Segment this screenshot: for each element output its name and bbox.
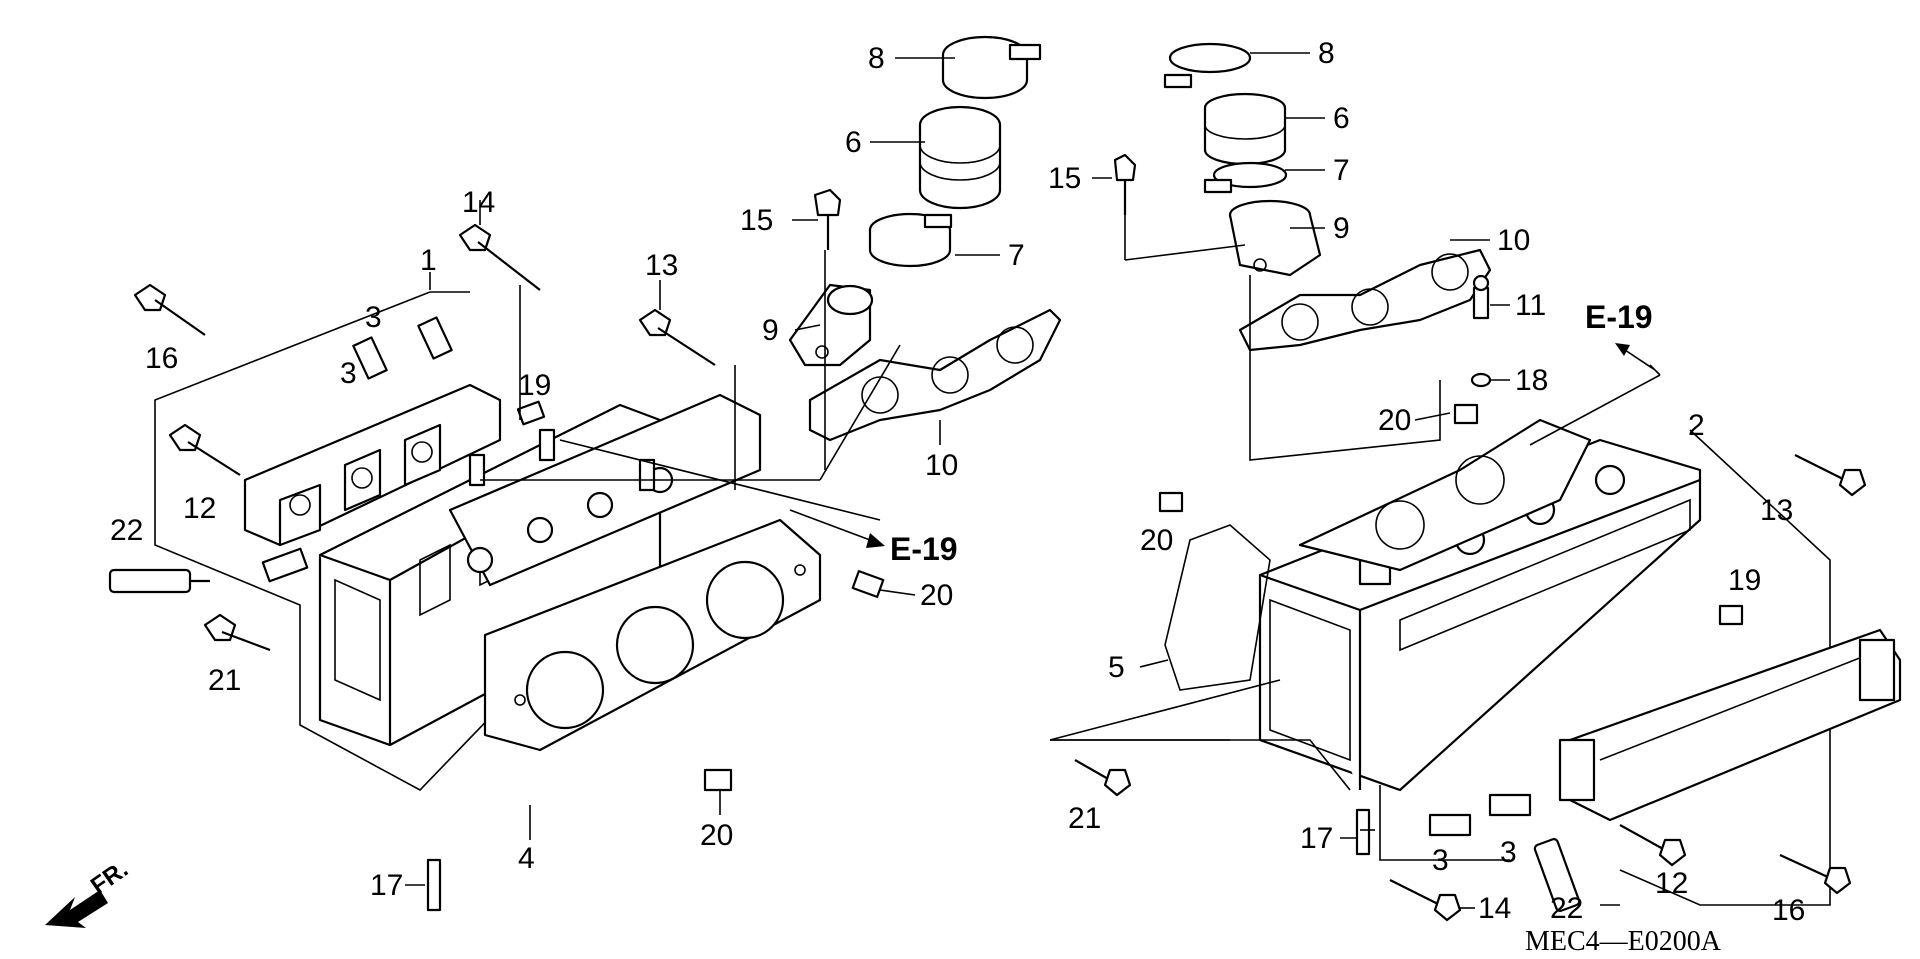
bolt-12-right	[1619, 824, 1687, 867]
callout-4: 4	[518, 842, 535, 875]
bolt-16-right	[1779, 854, 1852, 895]
insulator-left	[788, 283, 874, 367]
gasket-5-right	[1164, 524, 1271, 691]
dowel-pin	[851, 569, 885, 599]
callout-15-right: 15	[1048, 162, 1081, 195]
dowel-19-left	[516, 400, 546, 426]
callout-17-left: 17	[370, 869, 403, 902]
reference-arrow-left	[789, 509, 885, 548]
bolt-21-right	[1074, 759, 1132, 797]
callout-16-right: 16	[1772, 894, 1805, 927]
callout-20-left-mid: 20	[920, 579, 953, 612]
callout-8-right: 8	[1318, 37, 1335, 70]
callout-6-left: 6	[845, 126, 862, 159]
callout-10-left: 10	[925, 449, 958, 482]
camshaft-holder-right	[1558, 628, 1902, 822]
cylinder-head-left	[318, 393, 762, 747]
head-gasket-right	[1298, 418, 1592, 572]
intake-joint-left	[918, 105, 1002, 210]
callout-20-right-top: 20	[1378, 404, 1411, 437]
stud-17-right	[1355, 808, 1371, 856]
reference-label-right: E-19	[1585, 299, 1653, 335]
callout-12-left: 12	[183, 492, 216, 525]
callout-3-left-a: 3	[365, 301, 382, 334]
dowel-pin	[703, 768, 733, 792]
reference-label-left: E-19	[890, 531, 958, 567]
callout-2: 2	[1688, 409, 1705, 442]
camshaft-holder-left	[243, 383, 502, 583]
callout-7-left: 7	[1008, 239, 1025, 272]
callout-16-left: 16	[145, 342, 178, 375]
callout-22-right: 22	[1550, 892, 1583, 925]
washer-18	[1470, 372, 1492, 388]
spark-plug-left	[108, 568, 210, 594]
bracket-part-2	[1619, 429, 1831, 906]
bolt-13-left	[638, 308, 716, 366]
dowel-3-left	[352, 316, 453, 380]
callout-18: 18	[1515, 364, 1548, 397]
bolt-21-left	[203, 613, 271, 652]
callout-20-left-bottom: 20	[700, 819, 733, 852]
callout-12-right: 12	[1655, 867, 1688, 900]
callout-labels: 8 8 6 6 7 7 9 9 10 10 15 15 11 18 20 20 …	[110, 37, 1805, 927]
dowel-3-right-b	[1488, 793, 1532, 817]
callout-14-right: 14	[1478, 892, 1511, 925]
callout-leaders	[405, 52, 1620, 909]
callout-10-right: 10	[1497, 224, 1530, 257]
bracket-part-1	[154, 291, 556, 791]
clamp-lower-right	[1203, 161, 1288, 194]
callout-3-right-b: 3	[1500, 836, 1517, 869]
dowel-20-right-top	[1453, 403, 1479, 425]
callout-17-right: 17	[1300, 822, 1333, 855]
callout-6-right: 6	[1333, 102, 1350, 135]
callout-9-left: 9	[762, 314, 779, 347]
bolt-16-left	[133, 283, 206, 336]
bolt-13-right	[1794, 454, 1867, 497]
callout-3-right-a: 3	[1432, 844, 1449, 877]
callout-8-left: 8	[868, 42, 885, 75]
callout-19-right: 19	[1728, 564, 1761, 597]
callout-11: 11	[1515, 289, 1546, 322]
callout-5: 5	[1108, 651, 1125, 684]
callout-15-left: 15	[740, 204, 773, 237]
bolt-12-left	[168, 423, 241, 476]
clamp-upper-right	[1163, 42, 1252, 89]
bolt-14-right	[1389, 879, 1462, 922]
sensor-11	[1472, 274, 1490, 320]
bolt-14-left	[458, 223, 541, 291]
callout-7-right: 7	[1333, 154, 1350, 187]
callout-22-left: 22	[110, 514, 143, 547]
callout-1: 1	[420, 244, 437, 277]
callout-14-left: 14	[462, 186, 495, 219]
callout-21-left: 21	[208, 664, 241, 697]
bolt-15-right	[1113, 153, 1137, 215]
clamp-lower-left	[868, 212, 953, 268]
callout-13-right: 13	[1760, 494, 1793, 527]
dowel-3-right-a	[1428, 813, 1472, 837]
insulator-right	[1228, 199, 1322, 277]
front-direction-arrow: FR.	[45, 856, 133, 928]
callout-21-right: 21	[1068, 802, 1101, 835]
reference-arrow-right	[1615, 343, 1661, 376]
front-direction-label: FR.	[86, 856, 133, 900]
drawing-code: MEC4—E0200A	[1525, 926, 1722, 957]
bolt-15-left	[813, 188, 842, 250]
callout-9-right: 9	[1333, 212, 1350, 245]
head-gasket-left	[483, 518, 822, 752]
callout-20-right-left: 20	[1140, 524, 1173, 557]
callout-19-left: 19	[518, 369, 551, 402]
intake-joint-right	[1203, 92, 1287, 166]
stud-17-left	[426, 858, 442, 912]
clamp-upper-left	[941, 35, 1042, 100]
dowel-19-right	[1718, 604, 1744, 626]
callout-3-left-b: 3	[340, 357, 357, 390]
dowel-20-right-left	[1158, 491, 1184, 513]
spark-plug-right	[1533, 838, 1581, 912]
callout-13-left: 13	[645, 249, 678, 282]
